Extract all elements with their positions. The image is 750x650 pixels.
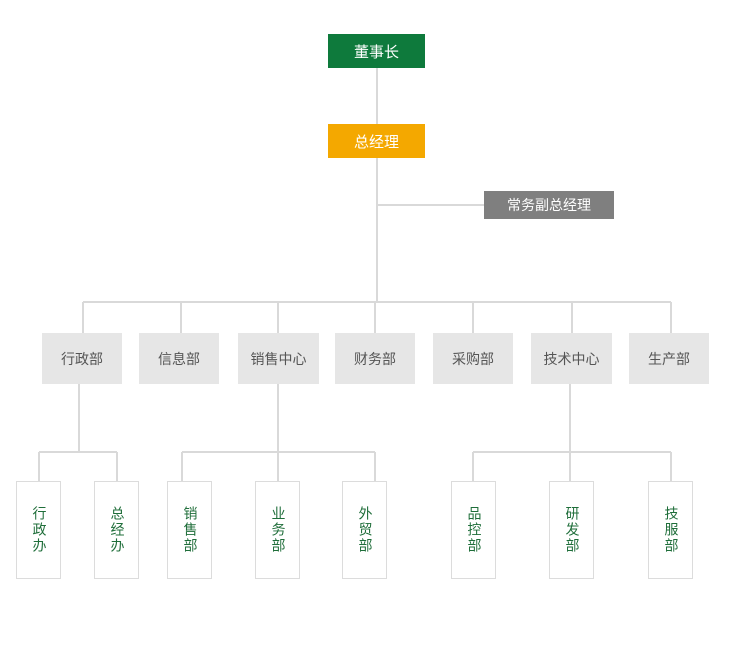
sub-foreign-trade-dept: 外贸部 (342, 481, 387, 579)
sub-rnd-dept: 研发部 (549, 481, 594, 579)
sub-quality-control-dept: 品控部 (451, 481, 496, 579)
chairman-box: 董事长 (328, 34, 425, 68)
dept-production: 生产部 (629, 333, 709, 384)
sub-business-dept: 业务部 (255, 481, 300, 579)
executive-deputy-gm-box: 常务副总经理 (484, 191, 614, 219)
dept-sales-center: 销售中心 (238, 333, 319, 384)
sub-sales-dept: 销售部 (167, 481, 212, 579)
general-manager-box: 总经理 (328, 124, 425, 158)
sub-tech-service-dept: 技服部 (648, 481, 693, 579)
dept-finance: 财务部 (335, 333, 415, 384)
dept-procurement: 采购部 (433, 333, 513, 384)
dept-information: 信息部 (139, 333, 219, 384)
dept-technology-center: 技术中心 (531, 333, 612, 384)
sub-admin-office: 行政办 (16, 481, 61, 579)
sub-gm-office: 总经办 (94, 481, 139, 579)
dept-admin: 行政部 (42, 333, 122, 384)
